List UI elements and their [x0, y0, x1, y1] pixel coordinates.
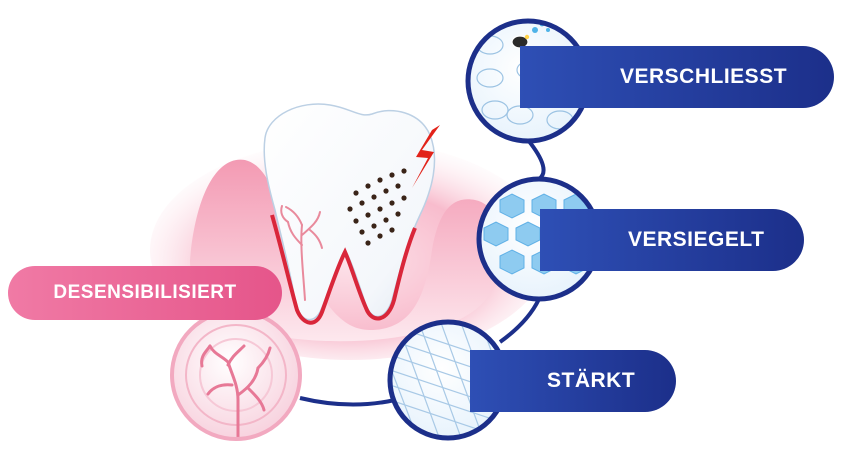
label-staerkt-text: STÄRKT: [547, 369, 635, 393]
circle-desensibilisiert: [172, 311, 300, 440]
label-staerkt: STÄRKT: [470, 350, 676, 412]
label-desensibilisiert-text: DESENSIBILISIERT: [53, 282, 236, 304]
label-versiegelt-text: VERSIEGELT: [628, 228, 764, 252]
label-verschliesst: VERSCHLIESST: [520, 46, 834, 108]
label-verschliesst-text: VERSCHLIESST: [620, 65, 787, 89]
label-versiegelt: VERSIEGELT: [540, 209, 804, 271]
label-desensibilisiert: DESENSIBILISIERT: [8, 266, 282, 320]
